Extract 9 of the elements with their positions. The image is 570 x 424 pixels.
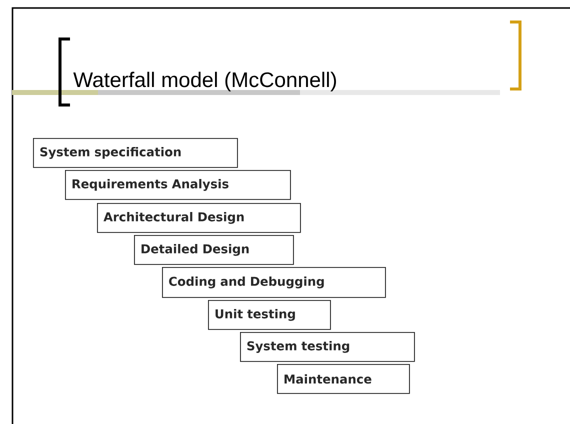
phase-box: System specification xyxy=(33,138,238,168)
phase-box: Architectural Design xyxy=(97,203,301,233)
phase-box: Requirements Analysis xyxy=(65,170,291,200)
phase-box: Unit testing xyxy=(208,300,331,330)
phase-box: Detailed Design xyxy=(134,235,294,265)
title: Waterfall model (McConnell) xyxy=(73,72,336,92)
phase-box: Coding and Debugging xyxy=(162,267,386,298)
phase-box: System testing xyxy=(240,332,415,362)
phase-box: Maintenance xyxy=(277,364,410,394)
